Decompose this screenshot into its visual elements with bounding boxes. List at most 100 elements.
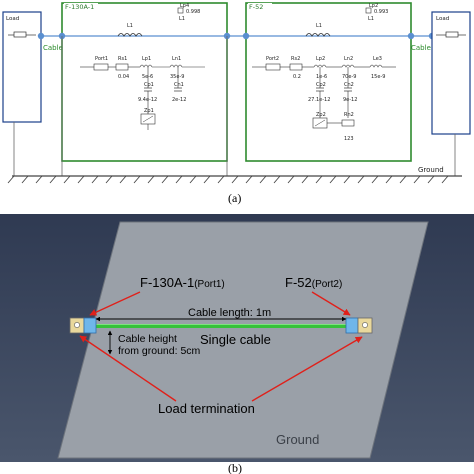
svg-text:2e-12: 2e-12: [172, 97, 186, 103]
device2-ln: Ln2 70e-9: [341, 56, 370, 80]
device2-box[interactable]: [245, 2, 412, 162]
schematic-panel: Load Cable F-130A-1 L1 Lp4 0.998 L1 Port…: [2, 2, 471, 205]
l1-right-label: L1: [316, 23, 322, 29]
ground-hatch-mark: [273, 175, 281, 184]
ground-hatch-mark: [63, 175, 71, 184]
ground-hatch-mark: [385, 175, 393, 184]
right-load-label: Load: [436, 16, 449, 22]
svg-text:15e-9: 15e-9: [371, 74, 385, 80]
ground-hatch-mark: [427, 175, 435, 184]
svg-text:0.04: 0.04: [118, 74, 129, 80]
svg-text:Le3: Le3: [373, 56, 382, 62]
ground-hatch-mark: [441, 175, 449, 184]
port2-label: F-52(Port2): [285, 275, 342, 290]
device2-title: F-52: [249, 3, 263, 11]
svg-text:Rs1: Rs1: [118, 56, 127, 62]
single-cable-label: Single cable: [200, 332, 271, 347]
svg-text:Cp2: Cp2: [316, 82, 326, 88]
ground-hatch-mark: [119, 175, 127, 184]
ground-hatch-mark: [301, 175, 309, 184]
svg-text:0.993: 0.993: [374, 9, 388, 15]
ground-hatch-mark: [357, 175, 365, 184]
svg-text:35e-9: 35e-9: [170, 74, 184, 80]
ground-hatch-mark: [259, 175, 267, 184]
svg-text:Port1: Port1: [95, 56, 108, 62]
cable-height-label: Cable height from ground: 5cm: [118, 333, 201, 357]
svg-text:Ln2: Ln2: [344, 56, 353, 62]
svg-text:Lp4: Lp4: [180, 3, 189, 9]
svg-text:1e-6: 1e-6: [316, 74, 327, 80]
svg-text:Rn2: Rn2: [344, 112, 354, 118]
ground-hatch-mark: [413, 175, 421, 184]
svg-text:0.2: 0.2: [293, 74, 301, 80]
ground-hatch-mark: [399, 175, 407, 184]
device1-zp: Zp1: [140, 108, 156, 130]
caption-a: (a): [228, 191, 241, 205]
ground-hatch-mark: [203, 175, 211, 184]
device1-cn: Cn1 2e-12: [172, 67, 186, 103]
ground-hatch-mark: [7, 175, 15, 184]
port1-block-icon[interactable]: [69, 317, 97, 334]
svg-text:5e-6: 5e-6: [142, 74, 153, 80]
ground-plane: [57, 221, 429, 459]
cable-length-label: Cable length: 1m: [188, 307, 271, 319]
ground-hatch-mark: [147, 175, 155, 184]
svg-text:L1: L1: [368, 16, 374, 22]
svg-text:9.4e-12: 9.4e-12: [138, 97, 157, 103]
device2-zp: Zp2: [312, 112, 328, 129]
svg-text:Cn1: Cn1: [174, 82, 184, 88]
left-cable-label: Cable: [43, 44, 63, 52]
svg-text:Cn2: Cn2: [344, 82, 354, 88]
device2-cp: Cp2 27.1e-12: [308, 67, 330, 118]
device1-title: F-130A-1: [65, 3, 94, 11]
device2-lp: Lp2 1e-6: [313, 56, 342, 80]
ground-hatch-mark: [245, 175, 253, 184]
device1-cp: Cp1 9.4e-12: [138, 67, 157, 114]
device2-rn: Rn2 123: [327, 112, 355, 142]
svg-text:Lp2: Lp2: [369, 3, 378, 9]
caption-b: (b): [228, 461, 242, 474]
ground-hatch-mark: [189, 175, 197, 184]
ground-hatch-mark: [91, 175, 99, 184]
svg-text:Ln1: Ln1: [172, 56, 181, 62]
ground-hatch-mark: [175, 175, 183, 184]
device2-port: Port2: [252, 56, 290, 71]
svg-text:0.998: 0.998: [186, 9, 200, 15]
svg-text:Lp1: Lp1: [142, 56, 151, 62]
ground-hatch-mark: [343, 175, 351, 184]
ground-hatch-mark: [77, 175, 85, 184]
ground-hatch-mark: [161, 175, 169, 184]
left-load-label: Load: [6, 16, 19, 22]
svg-text:L1: L1: [179, 16, 185, 22]
svg-text:Zp1: Zp1: [144, 108, 154, 114]
ground-hatch-icon: [7, 175, 449, 184]
ground-hatch-mark: [315, 175, 323, 184]
load-termination-arrow-left: [79, 335, 177, 402]
device2-rs: Rs2 0.2: [289, 56, 314, 80]
svg-text:Cp1: Cp1: [144, 82, 154, 88]
inductor-l1-right-icon: [305, 33, 331, 37]
left-cable-node-icon: [37, 32, 45, 40]
svg-text:123: 123: [344, 136, 354, 142]
ground-hatch-mark: [35, 175, 43, 184]
left-load-resistor-icon: [8, 31, 36, 38]
ground-hatch-mark: [133, 175, 141, 184]
setup-ground-label: Ground: [276, 432, 319, 447]
ground-label: Ground: [418, 166, 444, 174]
port2-block-icon[interactable]: [345, 317, 373, 334]
left-load-box[interactable]: [2, 11, 42, 123]
device2-cn: Cn2 9e-12: [343, 67, 357, 118]
right-load-box[interactable]: [431, 11, 471, 135]
load-termination-arrow-right: [251, 336, 363, 402]
l1-left-label: L1: [127, 23, 133, 29]
inductor-l1-left-icon: [117, 33, 143, 37]
right-load-resistor-icon: [436, 31, 466, 38]
ground-hatch-mark: [217, 175, 225, 184]
svg-text:Port2: Port2: [266, 56, 279, 62]
ground-hatch-mark: [329, 175, 337, 184]
device1-ln: Ln1 35e-9: [169, 56, 205, 80]
svg-text:Rs2: Rs2: [291, 56, 300, 62]
ground-hatch-mark: [105, 175, 113, 184]
load-termination-label: Load termination: [158, 401, 255, 416]
svg-text:9e-12: 9e-12: [343, 97, 357, 103]
